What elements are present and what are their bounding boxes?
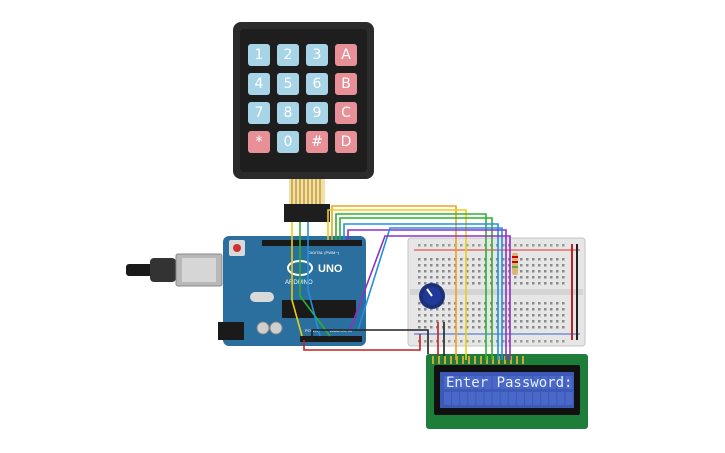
keypad-key-label: #: [311, 134, 323, 150]
resistor: [512, 253, 518, 275]
keypad-key-label: *: [256, 134, 263, 150]
keypad-key-6[interactable]: 6: [306, 73, 328, 95]
keypad-key-1[interactable]: 1: [248, 44, 270, 66]
keypad-key-#[interactable]: #: [306, 131, 328, 153]
keypad-key-D[interactable]: D: [335, 131, 357, 153]
keypad-key-label: A: [341, 47, 351, 63]
wire-orange: [331, 205, 457, 360]
keypad-ribbon: [284, 179, 330, 222]
keypad-key-label: 6: [313, 76, 322, 92]
keypad-key-label: 2: [284, 47, 293, 63]
wire-green-keypad: [299, 222, 331, 337]
digital-header-label: DIGITAL (PWM~): [308, 250, 340, 255]
keypad-key-label: C: [341, 105, 351, 121]
arduino-uno: ARDUINO UNO DIGITAL (PWM~) ANALOG IN POW…: [218, 236, 366, 346]
keypad-key-label: 1: [255, 47, 264, 63]
lcd-line-1: Enter Password:: [446, 375, 572, 391]
wire-black: [311, 329, 429, 354]
keypad-key-*[interactable]: *: [248, 131, 270, 153]
microcontroller-chip: [282, 300, 356, 318]
keypad-key-7[interactable]: 7: [248, 102, 270, 124]
potentiometer[interactable]: [419, 283, 445, 309]
wire-blue-keypad: [307, 222, 321, 337]
keypad-key-label: 8: [284, 105, 293, 121]
keypad-key-9[interactable]: 9: [306, 102, 328, 124]
keypad-key-label: 9: [313, 105, 322, 121]
wire-yellow-keypad: [291, 222, 303, 337]
arduino-model: UNO: [318, 263, 343, 275]
lcd-module: Enter Password:: [426, 354, 588, 429]
wire-blue: [343, 223, 499, 360]
keypad-key-4[interactable]: 4: [248, 73, 270, 95]
keypad-key-B[interactable]: B: [335, 73, 357, 95]
keypad-key-label: 7: [255, 105, 264, 121]
wire-red: [303, 334, 421, 351]
reset-button[interactable]: [233, 244, 241, 252]
arduino-brand: ARDUINO: [285, 280, 313, 286]
wire-purple-2: [349, 235, 511, 360]
keypad-key-label: 0: [284, 134, 293, 150]
breadboard: [407, 237, 586, 347]
wire-green-2: [339, 217, 493, 360]
keypad-key-8[interactable]: 8: [277, 102, 299, 124]
keypad-key-0[interactable]: 0: [277, 131, 299, 153]
keypad-key-C[interactable]: C: [335, 102, 357, 124]
keypad-key-label: 5: [284, 76, 293, 92]
keypad-key-label: D: [341, 134, 352, 150]
keypad-key-label: B: [341, 76, 351, 92]
keypad-key-2[interactable]: 2: [277, 44, 299, 66]
wire-blue-2: [357, 227, 503, 360]
usb-cable: [126, 253, 223, 287]
lcd-character-cells: [444, 376, 573, 405]
keypad-keys: 1 2 3 A 4 5 6 B 7 8 9 C * 0 # D: [248, 44, 357, 153]
wire-yellow: [327, 209, 467, 360]
keypad: 1 2 3 A 4 5 6 B 7 8 9 C * 0 # D: [233, 22, 374, 222]
wire-green-1: [335, 213, 487, 360]
keypad-key-5[interactable]: 5: [277, 73, 299, 95]
keypad-key-3[interactable]: 3: [306, 44, 328, 66]
keypad-key-label: 3: [313, 47, 322, 63]
keypad-key-A[interactable]: A: [335, 44, 357, 66]
wires: [291, 205, 511, 360]
keypad-key-label: 4: [255, 76, 264, 92]
wire-purple: [347, 229, 507, 360]
